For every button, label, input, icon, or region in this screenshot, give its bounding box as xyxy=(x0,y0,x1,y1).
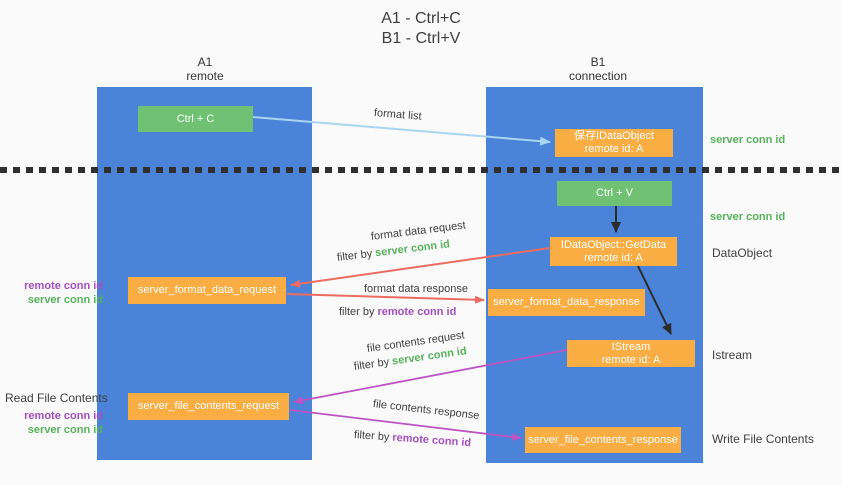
filter-by-text: filter by xyxy=(353,429,390,444)
column-header-a1: A1 remote xyxy=(150,55,260,83)
annotation-dataobject: DataObject xyxy=(712,246,773,260)
node-server-format-data-response: server_format_data_response xyxy=(488,289,645,316)
annotation-conn-ids-format: remote conn id server conn id xyxy=(8,279,103,307)
diagram-title: A1 - Ctrl+C B1 - Ctrl+V xyxy=(0,9,842,49)
node-ctrl-v: Ctrl + V xyxy=(557,181,672,206)
annotation-istream: Istream xyxy=(712,348,753,362)
column-a1-subtitle: remote xyxy=(186,69,224,83)
label-format-data-request: format data request xyxy=(370,219,467,243)
phase-divider-dotted-line xyxy=(0,167,842,173)
node-ctrl-c: Ctrl + C xyxy=(138,106,253,132)
column-b1-name: B1 xyxy=(590,55,606,69)
node-server-file-contents-request: server_file_contents_request xyxy=(128,393,289,420)
node-server-file-contents-response: server_file_contents_response xyxy=(525,427,681,453)
node-file-request-label: server_file_contents_request xyxy=(137,400,280,412)
node-format-response-label: server_format_data_response xyxy=(493,296,640,308)
node-save-idataobject-line2: remote id: A xyxy=(584,143,644,155)
filter-by-text: filter by xyxy=(339,306,375,318)
remote-conn-id-label: remote conn id xyxy=(24,280,103,292)
node-ctrl-c-label: Ctrl + C xyxy=(176,112,215,125)
column-a1-name: A1 xyxy=(197,55,213,69)
label-file-contents-response: file contents response xyxy=(372,398,481,423)
server-conn-id-label: server conn id xyxy=(27,294,103,306)
title-line-2: B1 - Ctrl+V xyxy=(381,30,461,47)
annotation-server-conn-id-top: server conn id xyxy=(710,134,786,146)
annotation-conn-ids-file: remote conn id server conn id xyxy=(8,409,103,437)
annotation-server-conn-id-mid: server conn id xyxy=(710,211,786,223)
annotation-write-file-contents: Write File Contents xyxy=(712,432,814,446)
title-line-1: A1 - Ctrl+C xyxy=(381,10,461,27)
node-getdata-line2: remote id: A xyxy=(584,251,643,264)
column-header-b1: B1 connection xyxy=(543,55,653,83)
server-conn-id-label: server conn id xyxy=(27,424,103,436)
column-b1-subtitle: connection xyxy=(568,69,628,83)
remote-conn-id-text: remote conn id xyxy=(377,306,457,318)
node-istream: IStream remote id: A xyxy=(567,340,695,367)
node-istream-line1: IStream xyxy=(611,340,651,353)
remote-conn-id-label: remote conn id xyxy=(24,410,103,422)
node-file-response-label: server_file_contents_response xyxy=(528,433,678,446)
remote-conn-id-text: remote conn id xyxy=(391,431,472,450)
filter-by-text: filter by xyxy=(336,247,373,264)
annotation-read-file-contents: Read File Contents xyxy=(5,391,108,405)
server-conn-id-text: server conn id xyxy=(374,238,451,260)
label-format-data-response: format data response xyxy=(364,283,468,295)
node-save-idataobject-line1: 保存IDataObject xyxy=(573,130,655,142)
filter-by-text: filter by xyxy=(353,356,390,373)
node-idataobject-getdata: IDataObject::GetData remote id: A xyxy=(550,237,677,266)
node-ctrl-v-label: Ctrl + V xyxy=(596,187,633,199)
label-format-list: format list xyxy=(373,107,423,123)
node-save-idataobject: 保存IDataObject remote id: A xyxy=(555,129,673,157)
node-format-request-label: server_format_data_request xyxy=(137,284,277,296)
node-getdata-line1: IDataObject::GetData xyxy=(560,238,667,251)
node-istream-line2: remote id: A xyxy=(601,353,661,366)
node-server-format-data-request: server_format_data_request xyxy=(128,277,286,304)
